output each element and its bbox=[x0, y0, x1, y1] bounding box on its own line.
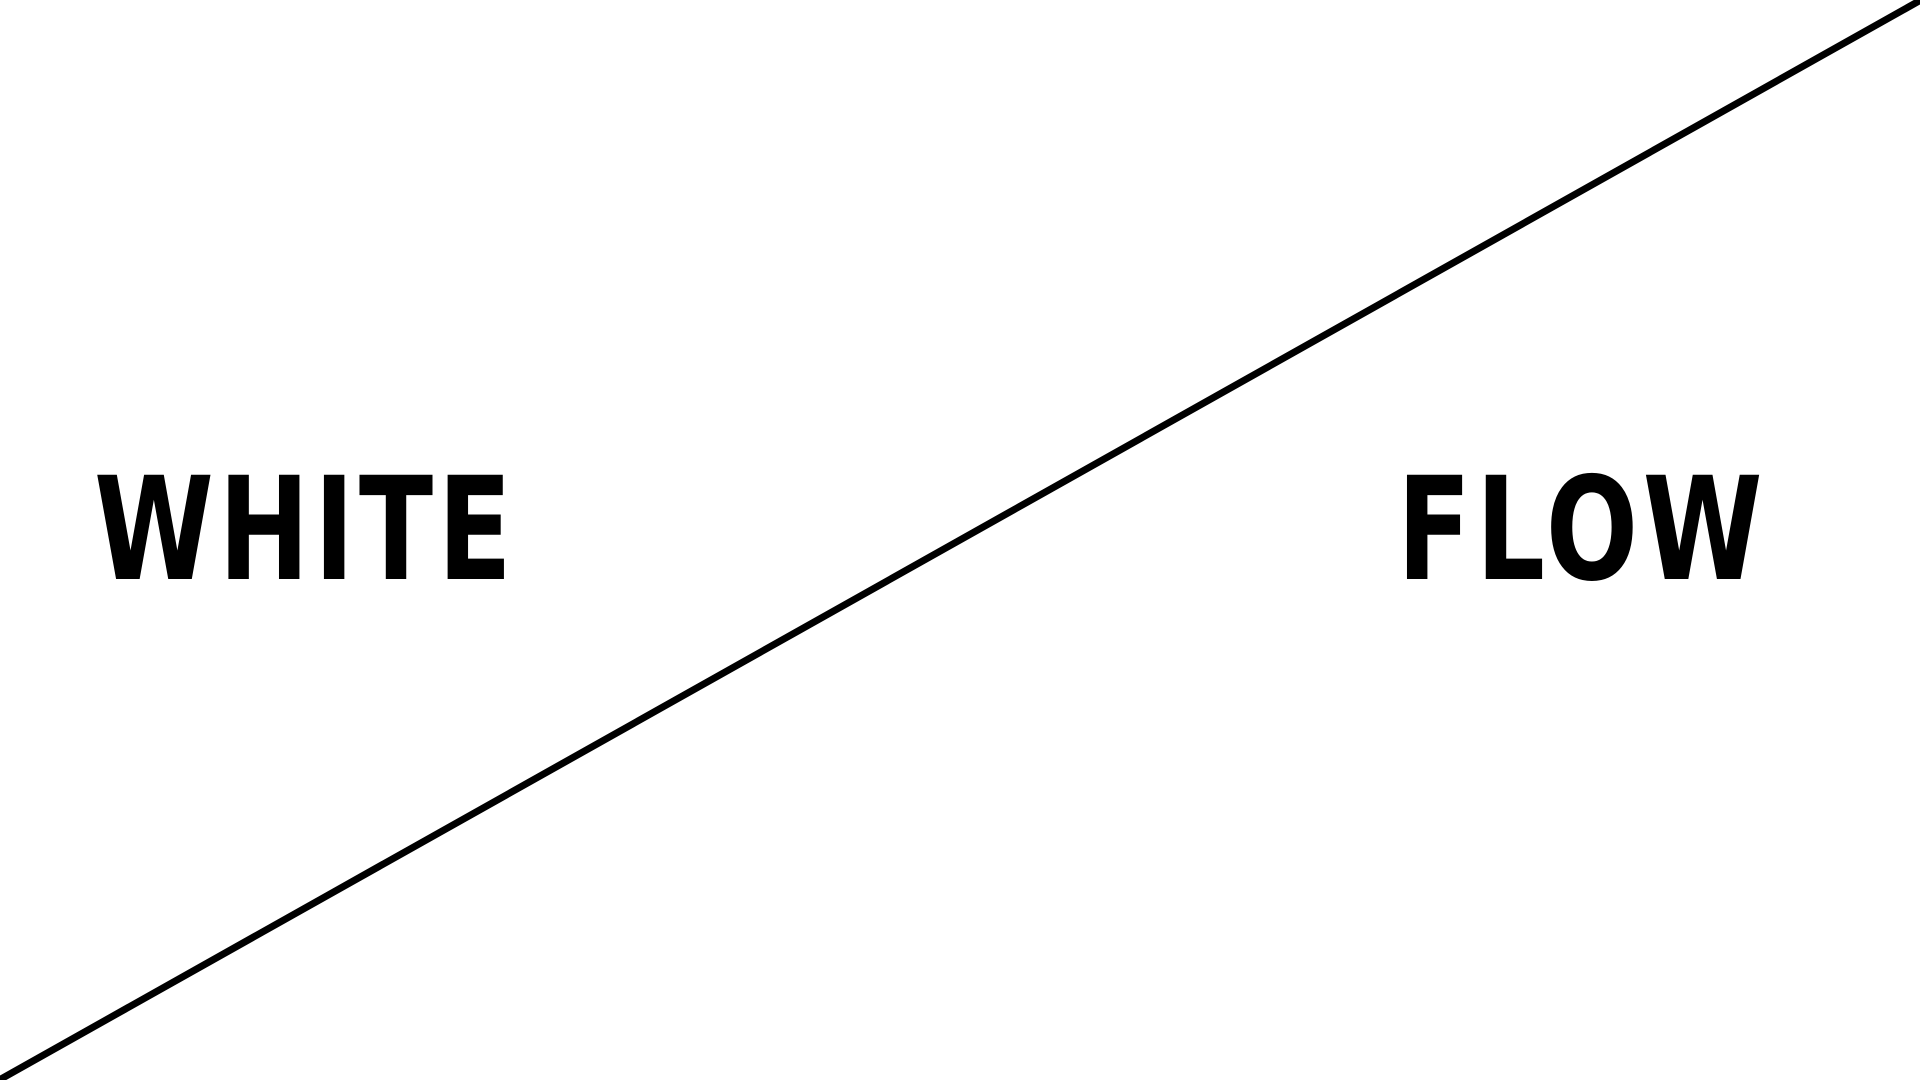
logo-word-right: FLOW bbox=[1397, 446, 1768, 613]
logo-word-left: WHITE bbox=[94, 446, 517, 613]
